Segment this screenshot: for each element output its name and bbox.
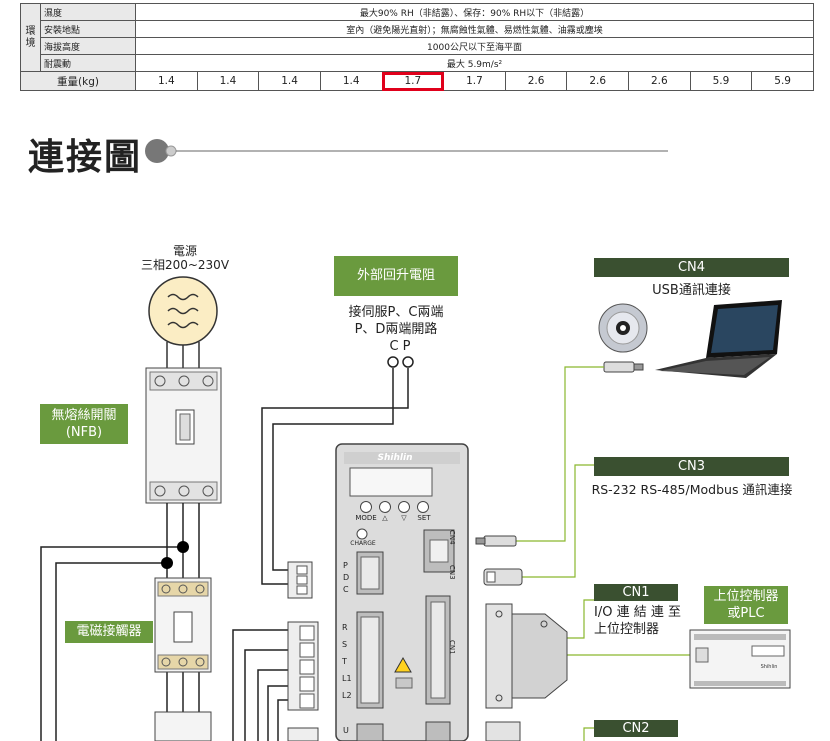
- cn1-desc-line1: I/O 連 結 連 至: [594, 605, 681, 620]
- rs232-plug-icon: [483, 568, 523, 586]
- junction-dot: [161, 557, 173, 569]
- pdc-p: P: [343, 561, 348, 570]
- servo-drive-icon: [335, 443, 469, 741]
- junction-dot: [177, 541, 189, 553]
- rst-r: R: [342, 623, 348, 632]
- rst-l2: L2: [342, 691, 352, 700]
- section-title: 連接圖: [28, 137, 143, 178]
- rst-t: T: [342, 657, 347, 666]
- laptop-icon: [655, 300, 782, 378]
- cn1-box: CN1: [594, 584, 678, 601]
- regen-box: 外部回升電阻: [334, 256, 458, 296]
- regen-line2: P、D兩端開路: [354, 322, 438, 337]
- usb-plug-icon: [475, 535, 517, 547]
- cn2-box: CN2: [594, 720, 678, 737]
- spec-table: 環境 濕度 最大90% RH（非結露）、保存：90% RH以下（非結露） 安裝地…: [20, 3, 814, 91]
- drive-u: U: [343, 726, 349, 735]
- cn2-connector-icon: [485, 721, 521, 741]
- regen-terminal-icon: [387, 356, 414, 368]
- rst-l1: L1: [342, 674, 352, 683]
- rst-connector-icon: [287, 621, 319, 741]
- charge-label: CHARGE: [350, 540, 376, 547]
- set-label: SET: [417, 514, 431, 522]
- contactor-label: 電磁接觸器: [65, 621, 153, 643]
- drive-cn3: CN3: [448, 565, 456, 580]
- weight-cell: 2.6: [628, 71, 691, 91]
- regen-line1: 接伺服P、C兩端: [348, 305, 444, 320]
- cd-icon: [598, 303, 648, 353]
- weight-cell: 2.6: [566, 71, 629, 91]
- down-label: ▽: [401, 514, 407, 522]
- cn1-connector-icon: [485, 603, 568, 709]
- weight-label: 重量(kg): [20, 71, 136, 91]
- cn3-box: CN3: [594, 457, 789, 476]
- cn3-desc: RS-232 RS-485/Modbus 通訊連接: [591, 482, 793, 497]
- table-row: 安裝地點 室內（避免陽光直射）；無腐蝕性氣體、易燃性氣體、油霧或塵埃: [21, 20, 814, 38]
- weight-cell: 5.9: [751, 71, 814, 91]
- title-decoration: [145, 139, 668, 163]
- plc-box: 上位控制器 或PLC: [704, 586, 788, 624]
- nfb-breaker-icon: [145, 367, 222, 504]
- up-label: △: [382, 514, 388, 522]
- drive-brand: Shihlin: [377, 453, 413, 463]
- rst-s: S: [342, 640, 348, 649]
- row-label: 濕度: [40, 3, 136, 21]
- pdc-c: C: [343, 585, 349, 594]
- weight-cell: 1.4: [258, 71, 321, 91]
- weight-cell: 1.4: [196, 71, 260, 91]
- drive-cn4: CN4: [448, 530, 456, 545]
- plc-icon: [689, 629, 791, 689]
- pdc-d: D: [343, 573, 350, 582]
- weight-cell: 1.4: [135, 71, 198, 91]
- plc-brand: Shihlin: [760, 664, 778, 670]
- weight-cell: 1.4: [319, 71, 383, 91]
- signal-lines: [516, 366, 690, 741]
- cn4-desc: USB通訊連接: [652, 283, 731, 298]
- drive-cn1: CN1: [448, 640, 456, 655]
- power-lines: [166, 342, 200, 368]
- power-title: 電源: [172, 244, 197, 258]
- cn1-desc-line2: 上位控制器: [594, 622, 660, 637]
- contactor-icon: [154, 577, 212, 741]
- mode-label: MODE: [355, 514, 377, 522]
- row-label: 耐震動: [40, 54, 136, 72]
- power-spec: 三相200~230V: [140, 258, 230, 272]
- regen-pins: C P: [389, 339, 411, 354]
- weight-cell: 1.7: [443, 71, 506, 91]
- usb-cable-icon: [603, 361, 644, 373]
- nfb-label: 無熔絲開關 (NFB): [40, 404, 128, 444]
- weight-cell: 2.6: [504, 71, 568, 91]
- table-row: 耐震動 最大 5.9m/s²: [21, 54, 814, 72]
- power-source-icon: [148, 276, 218, 346]
- pdc-connector-icon: [287, 561, 313, 599]
- cn4-box: CN4: [594, 258, 789, 277]
